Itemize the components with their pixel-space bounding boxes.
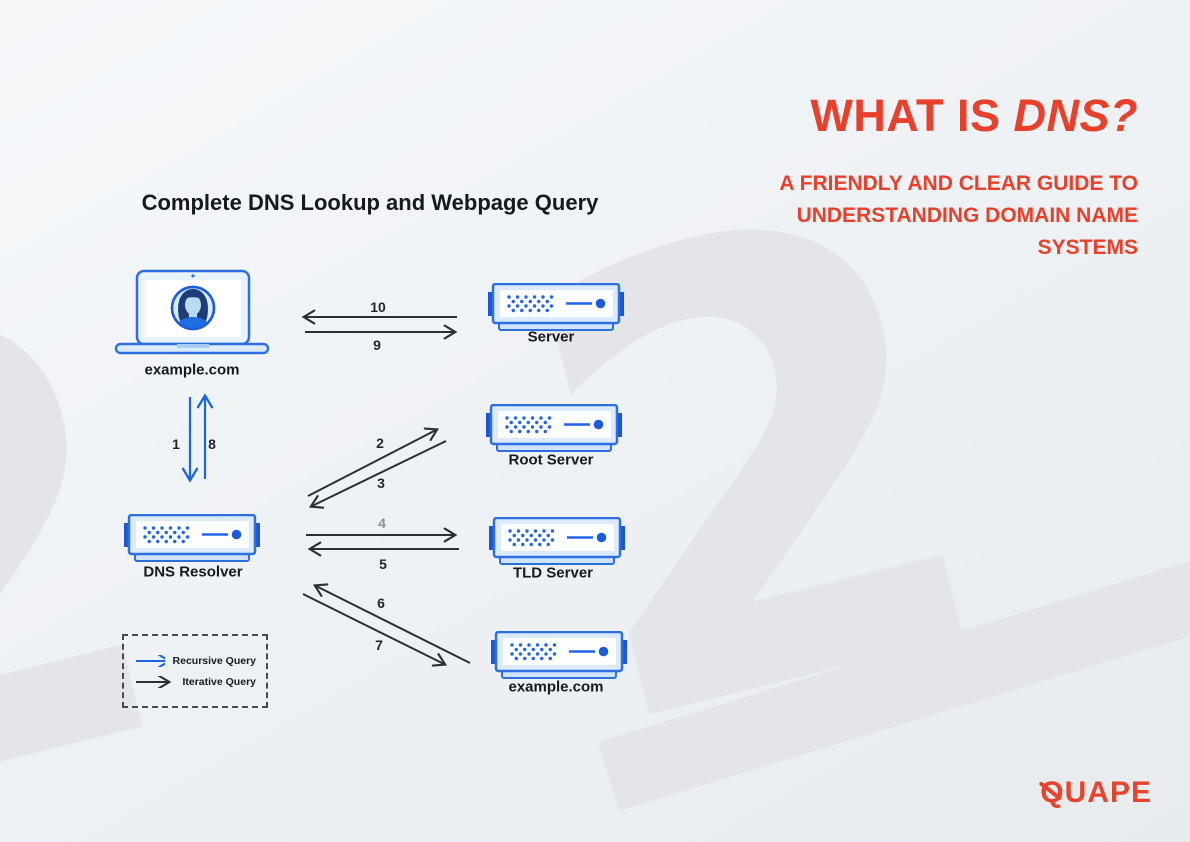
dns-resolver-label: DNS Resolver — [143, 563, 243, 581]
tld-server-icon — [489, 517, 625, 566]
step-number-2: 2 — [376, 435, 384, 451]
legend-recursive-row: Recursive Query — [134, 654, 256, 667]
iterative-arrow-icon — [136, 675, 172, 688]
quape-logo: QUAPE — [1040, 776, 1152, 810]
quape-logo-rest: UAPE — [1064, 776, 1152, 809]
step-number-9: 9 — [373, 337, 381, 353]
arrow-step-2 — [307, 427, 440, 497]
authoritative-server-label: example.com — [508, 678, 604, 696]
page-title-emphasis: DNS? — [1013, 90, 1138, 141]
step-number-1: 1 — [172, 436, 180, 452]
legend-iterative-label: Iterative Query — [182, 675, 256, 688]
web-server-label: Server — [527, 328, 575, 346]
user-avatar-icon — [174, 289, 212, 329]
step-number-8: 8 — [208, 436, 216, 452]
headline-block: WHAT IS DNS? A FRIENDLY AND CLEAR GUIDE … — [718, 90, 1138, 264]
web-server-icon — [488, 283, 624, 332]
step-number-6: 6 — [377, 595, 385, 611]
step-number-10: 10 — [370, 299, 386, 315]
step-number-7: 7 — [375, 637, 383, 653]
page-subtitle: A FRIENDLY AND CLEAR GUIDE TO UNDERSTAND… — [779, 172, 1138, 259]
authoritative-server-icon — [491, 631, 627, 680]
tld-server-label: TLD Server — [512, 564, 594, 582]
root-server-label: Root Server — [508, 451, 594, 469]
client-label: example.com — [144, 361, 240, 379]
recursive-arrow-icon — [136, 654, 165, 667]
step-number-4: 4 — [378, 515, 386, 531]
page-title-prefix: WHAT IS — [810, 90, 1014, 141]
arrow-step-7 — [302, 593, 448, 667]
arrow-step-6 — [312, 583, 471, 664]
legend-box: Recursive Query Iterative Query — [122, 634, 268, 708]
dns-resolver-icon — [124, 514, 260, 563]
legend-recursive-label: Recursive Query — [172, 654, 256, 667]
page-title: WHAT IS DNS? — [718, 90, 1138, 142]
quape-logo-q: Q — [1040, 776, 1065, 809]
laptop-user-icon — [114, 269, 270, 355]
arrow-step-3 — [308, 440, 447, 509]
step-number-3: 3 — [377, 475, 385, 491]
legend-iterative-row: Iterative Query — [134, 675, 256, 688]
root-server-icon — [486, 404, 622, 453]
diagram-title: Complete DNS Lookup and Webpage Query — [141, 190, 599, 215]
step-number-5: 5 — [379, 556, 387, 572]
